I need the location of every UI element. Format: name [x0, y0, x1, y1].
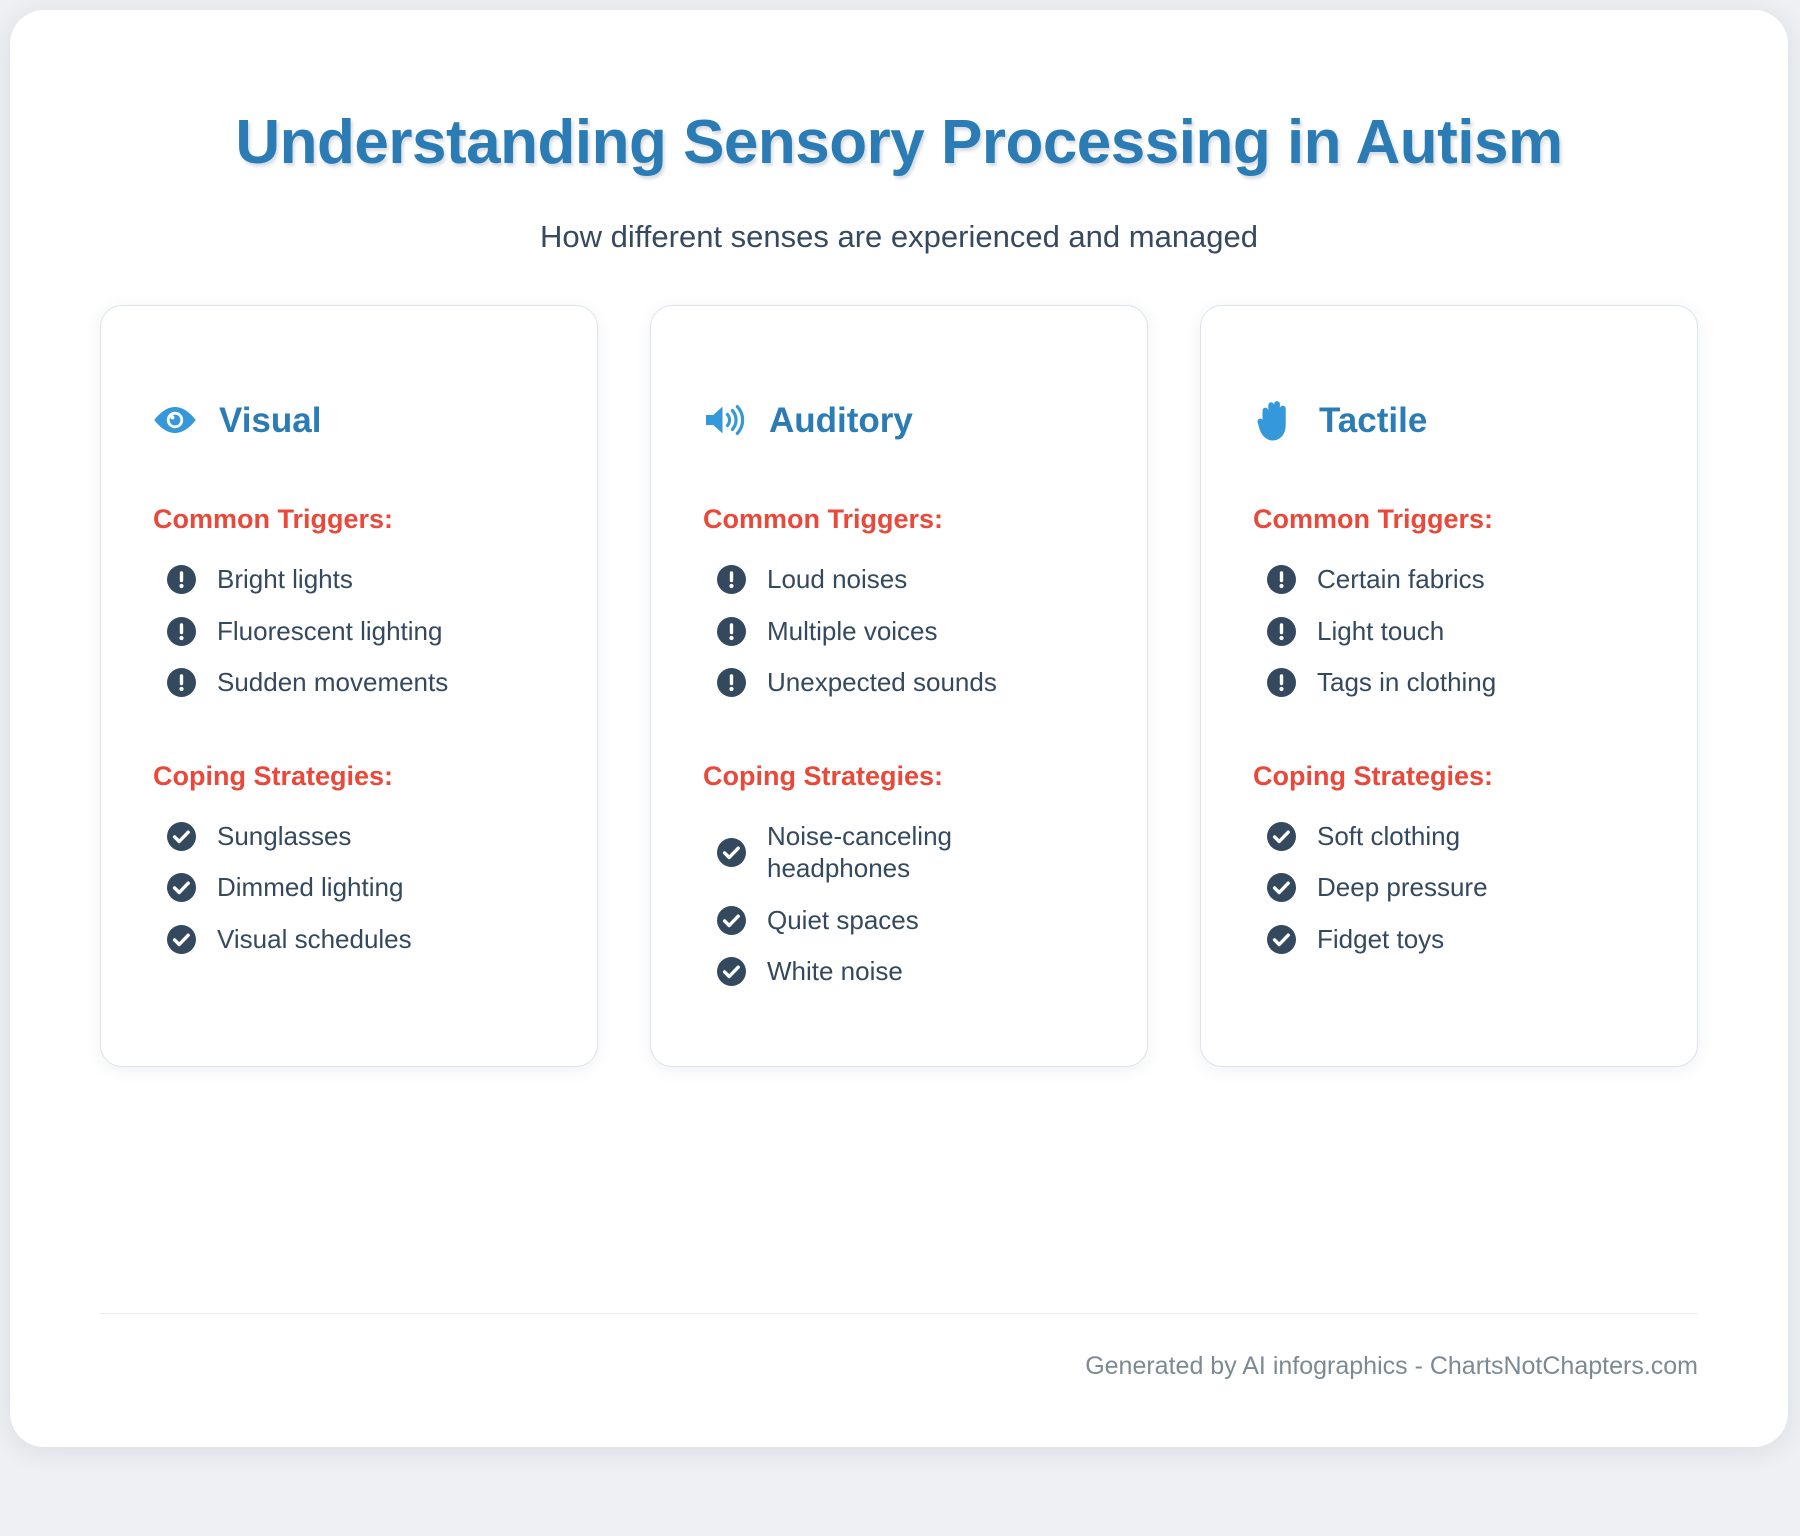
check-circle-icon: [167, 821, 196, 851]
list-item-label: Bright lights: [217, 564, 353, 595]
list-item: Unexpected sounds: [703, 666, 1095, 699]
exclamation-circle-icon: [717, 565, 746, 595]
list-item: Bright lights: [153, 563, 545, 596]
triggers-label-auditory: Common Triggers:: [703, 504, 944, 535]
list-item-label: Sunglasses: [217, 820, 352, 851]
list-item: Fluorescent lighting: [153, 615, 545, 648]
check-circle-icon: [717, 957, 746, 987]
list-item-label: Quiet spaces: [767, 904, 919, 935]
footer-divider: [100, 1313, 1698, 1314]
list-item: Sunglasses: [153, 820, 545, 853]
strategies-label-visual: Coping Strategies:: [153, 760, 394, 791]
card-header-visual: Visual: [153, 398, 545, 442]
list-item: Certain fabrics: [1253, 563, 1645, 596]
exclamation-circle-icon: [1267, 565, 1296, 595]
check-circle-icon: [1267, 873, 1296, 903]
check-circle-icon: [167, 924, 196, 954]
list-item-label: Dimmed lighting: [217, 872, 404, 903]
list-item-label: Unexpected sounds: [767, 667, 997, 698]
triggers-list-tactile: Certain fabrics Light touch Tags in clot…: [1253, 563, 1645, 699]
list-item-label: Light touch: [1317, 615, 1445, 646]
list-item-label: Deep pressure: [1317, 872, 1488, 903]
card-header-tactile: Tactile: [1253, 398, 1645, 442]
list-item: White noise: [703, 955, 1095, 988]
list-item: Fidget toys: [1253, 923, 1645, 956]
list-item: Noise-canceling headphones: [703, 820, 1095, 885]
page-title: Understanding Sensory Processing in Auti…: [235, 108, 1563, 177]
strategies-list-auditory: Noise-canceling headphones Quiet spaces …: [703, 820, 1095, 988]
list-item: Loud noises: [703, 563, 1095, 596]
infographic-panel: Understanding Sensory Processing in Auti…: [10, 10, 1788, 1447]
card-title-visual: Visual: [219, 400, 322, 440]
list-item-label: White noise: [767, 956, 903, 987]
header: Understanding Sensory Processing in Auti…: [10, 10, 1788, 255]
list-item: Soft clothing: [1253, 820, 1645, 853]
strategies-list-tactile: Soft clothing Deep pressure Fidget toys: [1253, 820, 1645, 956]
list-item: Visual schedules: [153, 923, 545, 956]
triggers-label-tactile: Common Triggers:: [1253, 504, 1494, 535]
hand-icon: [1253, 398, 1297, 442]
page-subtitle: How different senses are experienced and…: [539, 219, 1259, 255]
list-item-label: Fidget toys: [1317, 923, 1445, 954]
list-item-label: Sudden movements: [217, 667, 449, 698]
list-item-label: Visual schedules: [217, 923, 412, 954]
exclamation-circle-icon: [167, 616, 196, 646]
list-item-label: Loud noises: [767, 564, 908, 595]
check-circle-icon: [167, 873, 196, 903]
exclamation-circle-icon: [717, 668, 746, 698]
volume-up-icon: [703, 398, 747, 442]
check-circle-icon: [717, 905, 746, 935]
footer-attribution: Generated by AI infographics - ChartsNot…: [1085, 1352, 1698, 1380]
check-circle-icon: [1267, 924, 1296, 954]
card-header-auditory: Auditory: [703, 398, 1095, 442]
list-item-label: Noise-canceling headphones: [767, 820, 952, 884]
check-circle-icon: [1267, 821, 1296, 851]
list-item-label: Certain fabrics: [1317, 564, 1485, 595]
strategies-list-visual: Sunglasses Dimmed lighting Visual schedu…: [153, 820, 545, 956]
card-title-auditory: Auditory: [769, 400, 913, 440]
list-item: Tags in clothing: [1253, 666, 1645, 699]
list-item-label: Multiple voices: [767, 615, 938, 646]
strategies-label-auditory: Coping Strategies:: [703, 760, 944, 791]
exclamation-circle-icon: [717, 616, 746, 646]
exclamation-circle-icon: [167, 565, 196, 595]
triggers-list-visual: Bright lights Fluorescent lighting Sudde…: [153, 563, 545, 699]
triggers-label-visual: Common Triggers:: [153, 504, 394, 535]
exclamation-circle-icon: [1267, 616, 1296, 646]
card-title-tactile: Tactile: [1319, 400, 1428, 440]
list-item: Multiple voices: [703, 615, 1095, 648]
list-item: Quiet spaces: [703, 904, 1095, 937]
sensory-card-auditory: Auditory Common Triggers: Loud noises Mu…: [650, 305, 1148, 1068]
list-item: Sudden movements: [153, 666, 545, 699]
list-item-label: Fluorescent lighting: [217, 615, 443, 646]
footer: Generated by AI infographics - ChartsNot…: [100, 1313, 1698, 1381]
check-circle-icon: [717, 837, 746, 867]
triggers-list-auditory: Loud noises Multiple voices Unexpected s…: [703, 563, 1095, 699]
list-item: Dimmed lighting: [153, 871, 545, 904]
sensory-card-tactile: Tactile Common Triggers: Certain fabrics…: [1200, 305, 1698, 1068]
sensory-card-visual: Visual Common Triggers: Bright lights Fl…: [100, 305, 598, 1068]
list-item-label: Soft clothing: [1317, 820, 1461, 851]
strategies-label-tactile: Coping Strategies:: [1253, 760, 1494, 791]
list-item-label: Tags in clothing: [1317, 667, 1497, 698]
sensory-cards-row: Visual Common Triggers: Bright lights Fl…: [10, 305, 1788, 1068]
exclamation-circle-icon: [167, 668, 196, 698]
exclamation-circle-icon: [1267, 668, 1296, 698]
eye-icon: [153, 398, 197, 442]
list-item: Deep pressure: [1253, 871, 1645, 904]
list-item: Light touch: [1253, 615, 1645, 648]
